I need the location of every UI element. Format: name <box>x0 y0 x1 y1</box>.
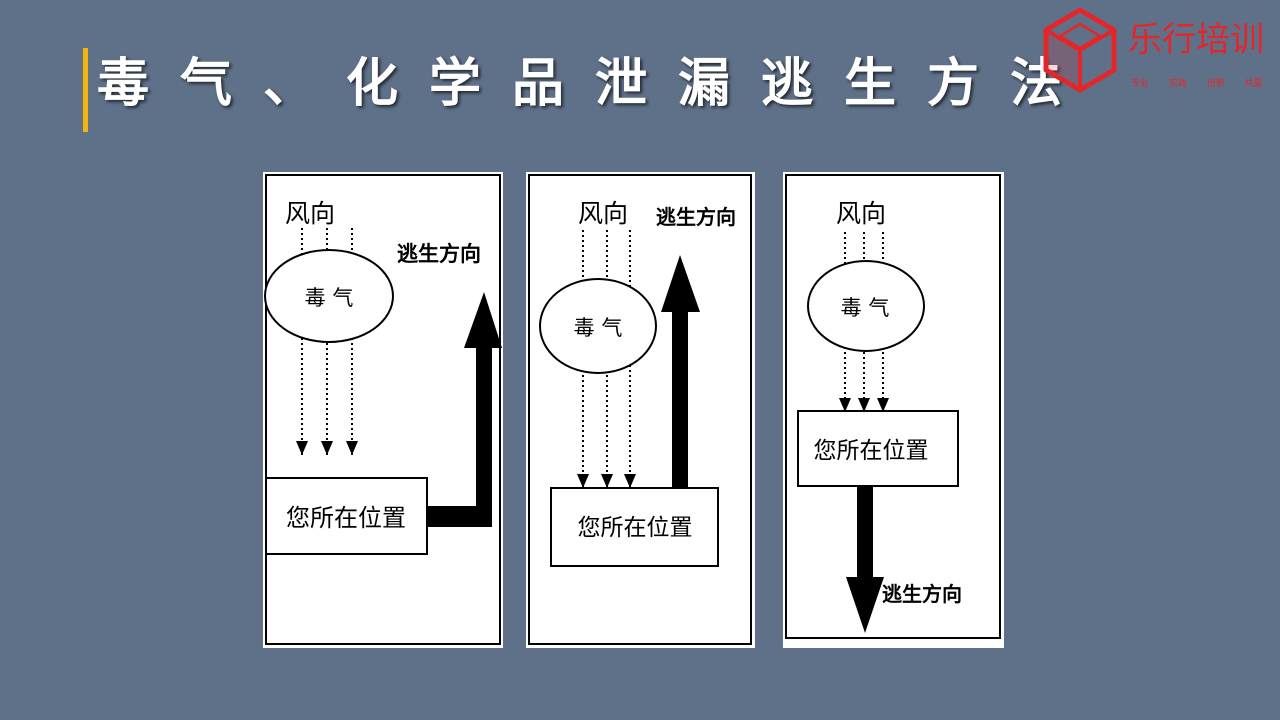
slide-title: 毒气、化学品泄漏逃生方法 <box>97 54 1094 114</box>
logo-name: 乐行培训 <box>1128 20 1264 60</box>
hexagon-cube-icon <box>1043 7 1117 93</box>
diagram-panel-1: 风向 毒 气 逃生方向 您所在位置 <box>263 172 503 648</box>
your-position-box <box>797 410 959 487</box>
your-position-box <box>550 487 719 567</box>
your-position-label: 您所在位置 <box>814 438 929 464</box>
escape-direction-label: 逃生方向 <box>397 242 481 266</box>
toxic-gas-cloud <box>264 249 394 343</box>
logo-cube-inner-facet <box>1057 22 1103 50</box>
diagram-panel-2: 风向 逃生方向 毒 气 您所在位置 <box>526 172 755 648</box>
title-accent-bar <box>83 48 88 132</box>
escape-arrow <box>427 292 502 527</box>
toxic-gas-cloud <box>539 278 657 374</box>
panel-border <box>265 174 501 645</box>
toxic-gas-label: 毒 气 <box>305 286 354 310</box>
toxic-gas-label: 毒 气 <box>841 296 890 320</box>
toxic-gas-cloud <box>807 260 925 352</box>
escape-arrow <box>661 255 700 488</box>
panel-border <box>785 174 1001 639</box>
escape-direction-label: 逃生方向 <box>882 582 962 606</box>
logo-tagline: 专业 实践 创新 共赢 <box>1131 79 1263 89</box>
toxic-gas-label: 毒 气 <box>574 316 623 340</box>
wind-direction-label: 风向 <box>578 199 628 228</box>
your-position-label: 您所在位置 <box>578 515 693 541</box>
diagram-panel-3: 风向 毒 气 您所在位置 逃生方向 <box>783 172 1004 648</box>
wind-direction-label: 风向 <box>285 199 335 228</box>
panel-background <box>526 172 755 648</box>
wind-direction-label: 风向 <box>836 199 886 228</box>
panel-border <box>528 174 752 645</box>
your-position-label: 您所在位置 <box>286 504 406 532</box>
escape-direction-label: 逃生方向 <box>656 205 736 229</box>
escape-arrow <box>846 486 884 633</box>
